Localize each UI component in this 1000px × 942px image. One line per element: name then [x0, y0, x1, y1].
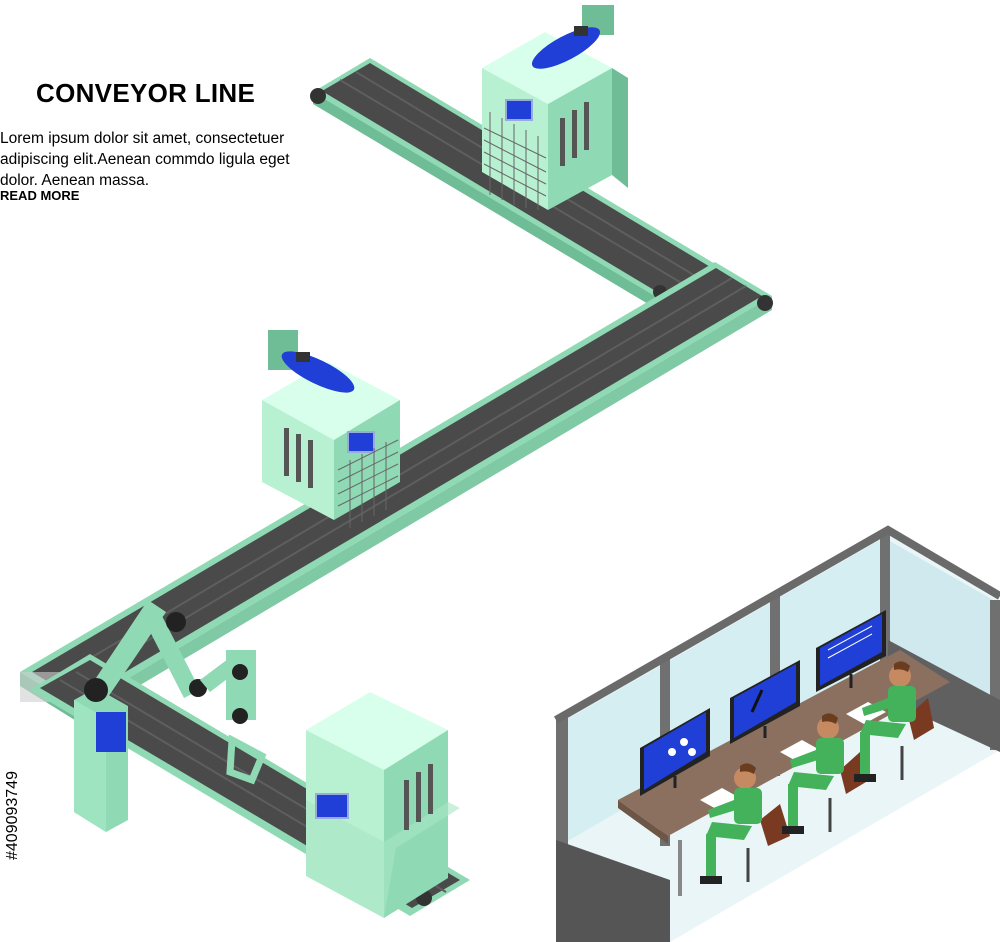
- processing-machine-middle: [262, 330, 400, 528]
- monitor: [816, 610, 886, 692]
- operator: [700, 763, 790, 884]
- operator: [854, 661, 934, 782]
- robot-arm: [74, 600, 267, 832]
- processing-machine-top: [482, 5, 628, 210]
- control-panel-icon: [505, 99, 533, 121]
- robot-joint-icon: [84, 678, 108, 702]
- page-title: CONVEYOR LINE: [36, 78, 256, 108]
- robot-control-panel-icon: [96, 712, 126, 752]
- description-text: Lorem ipsum dolor sit amet, consectetuer…: [0, 130, 290, 189]
- monitor: [640, 708, 710, 796]
- control-panel-icon: [315, 793, 349, 819]
- control-room: [554, 525, 1000, 942]
- stock-watermark-id: #409093749: [4, 771, 21, 860]
- roller-icon: [310, 88, 326, 104]
- desk: [618, 650, 950, 836]
- robot-gripper-icon: [226, 734, 267, 785]
- scanner-head-icon: [531, 27, 601, 69]
- read-more-link[interactable]: READ MORE: [0, 188, 80, 203]
- processing-machine-bottom: [306, 692, 460, 918]
- control-panel-icon: [347, 431, 375, 453]
- operator: [782, 713, 866, 834]
- monitor: [730, 660, 800, 744]
